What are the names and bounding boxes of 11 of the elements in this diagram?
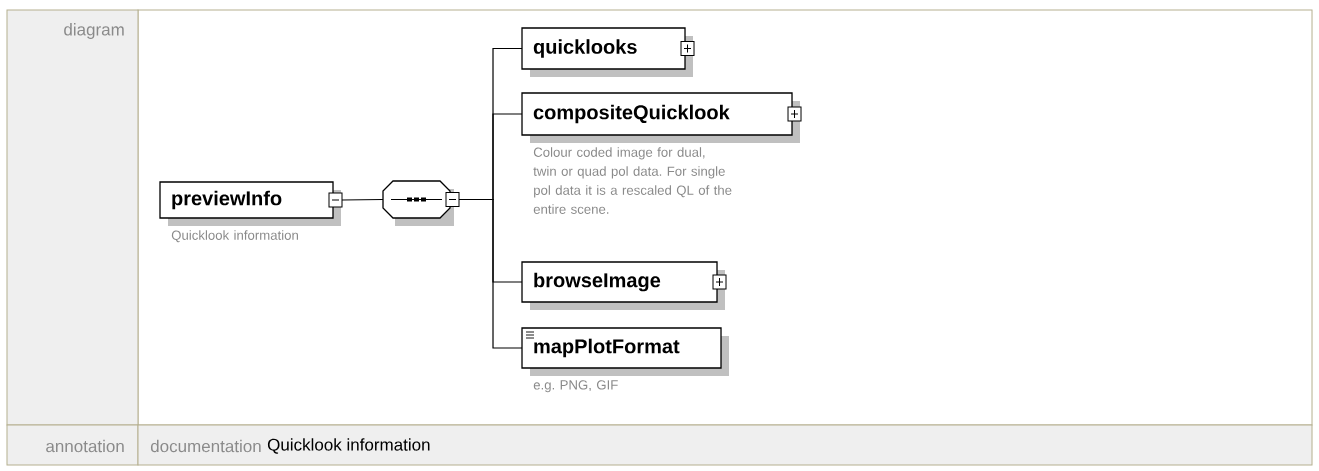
element-box: browseImage bbox=[521, 261, 725, 310]
element-box: compositeQuicklook bbox=[521, 92, 800, 143]
description-text: Quicklook information bbox=[171, 230, 298, 243]
connector-line bbox=[341, 198, 384, 201]
header-cell: annotation bbox=[6, 424, 139, 466]
element-box: quicklooks bbox=[521, 27, 693, 77]
element-box: mapPlotFormat bbox=[521, 327, 729, 376]
description-text: Colour coded image for dual, twin or quad pol data. For single pol data it is a rescaled QL of the entire scene. bbox=[533, 147, 732, 214]
connector-line bbox=[458, 198, 523, 349]
description-text: e.g. PNG, GIF bbox=[533, 380, 618, 393]
element-box: previewInfo bbox=[159, 181, 341, 226]
